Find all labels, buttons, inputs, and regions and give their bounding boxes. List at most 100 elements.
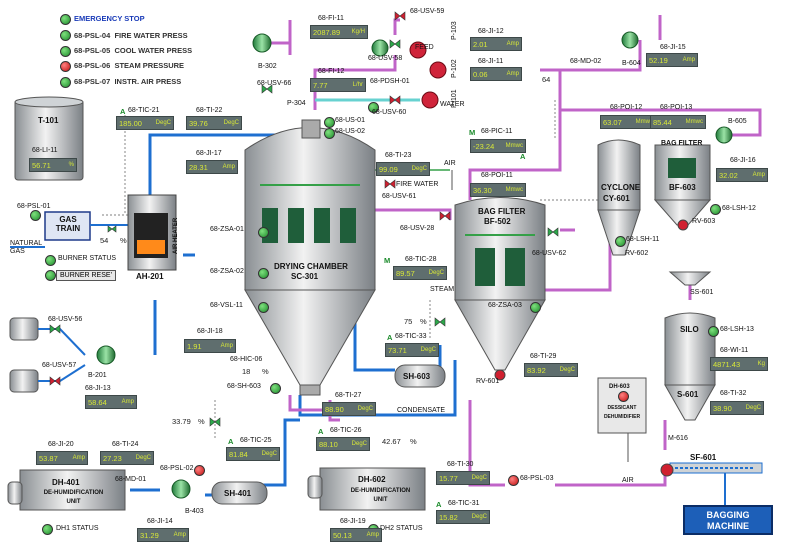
pump-symbols: [409, 41, 447, 109]
lsh12-tag: 68-LSH-12: [722, 205, 756, 212]
zsa02-tag: 68-ZSA-02: [210, 268, 244, 275]
cyclone-title: CYCLONE: [601, 183, 641, 192]
dh1-status-label: DH1 STATUS: [56, 525, 99, 532]
psl01-tag: 68-PSL-01: [17, 203, 51, 210]
legend-tag: 68-PSL-04: [74, 31, 111, 40]
pct-sign-3: %: [262, 367, 269, 376]
mode-a-tic33: A: [387, 333, 393, 342]
usv58-tag: 68-USV-58: [368, 55, 403, 62]
dh1-status-indicator: [42, 524, 53, 535]
bagging-machine-button[interactable]: BAGGING MACHINE: [683, 505, 773, 535]
dh602-desc: DE-HUMIDIFICATION UNIT: [350, 488, 411, 503]
ji15-tag: 68-JI-15: [660, 44, 686, 51]
pct-4267: 42.67: [382, 437, 401, 446]
psl05-indicator: [60, 46, 71, 57]
pct-sign-4: %: [198, 417, 205, 426]
s601-label: S-601: [677, 390, 699, 399]
ji12-tag: 68-JI-12: [478, 28, 504, 35]
fire-water-label: FIRE WATER: [396, 181, 439, 188]
us01-tag: 68-US-01: [335, 117, 365, 124]
psl02-indicator: [194, 465, 205, 476]
mode-a-tic31: A: [436, 500, 442, 509]
zsa03-indicator: [530, 302, 541, 313]
ss601-tag: SS-601: [690, 289, 714, 296]
usv62-tag: 68-USV-62: [532, 250, 567, 257]
legend-psl04: 68-PSL-04 FIRE WATER PRESS: [74, 31, 188, 40]
drying-chamber-label: DRYING CHAMBER: [274, 262, 348, 271]
ji11-tag: 68-JI-11: [478, 58, 504, 65]
pdsh01-tag: 68-PDSH-01: [370, 78, 410, 85]
rv602-tag: RV-602: [625, 250, 649, 257]
sh603-label: SH-603: [403, 372, 431, 381]
md02-tag: 68-MD-02: [570, 58, 602, 65]
bf603-label: BF-603: [669, 183, 696, 192]
silo-title: SILO: [680, 325, 699, 334]
legend-text: FIRE WATER PRESS: [114, 31, 188, 40]
b403-tag: B-403: [185, 508, 204, 515]
legend-psl05: 68-PSL-05 COOL WATER PRESS: [74, 46, 192, 55]
legend-psl06: 68-PSL-06 STEAM PRESSURE: [74, 61, 184, 70]
zsa01-indicator: [258, 227, 269, 238]
burner-reset-indicator: [45, 270, 56, 281]
us01-indicator: [324, 117, 335, 128]
water-label: WATER: [440, 101, 465, 108]
dh401-unit: [19, 469, 126, 511]
ji18-tag: 68-JI-18: [197, 328, 223, 335]
valve-symbols: [49, 11, 559, 427]
usv61-tag: 68-USV-61: [382, 193, 417, 200]
mode-a-tic21: A: [120, 107, 126, 116]
us02-indicator: [324, 128, 335, 139]
psl04-indicator: [60, 30, 71, 41]
intake-filters: [7, 317, 323, 505]
dh603-indicator: [618, 391, 629, 402]
ji14-tag: 68-JI-14: [147, 518, 173, 525]
tic31-tag: 68-TIC-31: [448, 500, 480, 507]
p102-tag: P-102: [451, 59, 458, 78]
dh602-label: DH-602: [358, 475, 386, 484]
bf603-bag-filter: [653, 144, 712, 226]
air-heater-label: AIR HEATER: [173, 217, 179, 254]
lsh11-indicator: [615, 236, 626, 247]
zsa02-indicator: [258, 268, 269, 279]
dh2-status-label: DH2 STATUS: [380, 525, 423, 532]
mode-a-tic26: A: [318, 427, 324, 436]
cy601-label: CY-601: [603, 194, 630, 203]
feed-label: FEED: [415, 44, 434, 51]
tic33-tag: 68-TIC-33: [395, 333, 427, 340]
sh603-heater: [394, 364, 446, 388]
p103-tag: P-103: [451, 21, 458, 40]
lsh13-indicator: [708, 326, 719, 337]
p304-tag: P-304: [287, 100, 306, 107]
tic25-tag: 68-TIC-25: [240, 437, 272, 444]
air-label-1: AIR: [444, 160, 456, 167]
ji19-tag: 68-JI-19: [340, 518, 366, 525]
burner-reset-button[interactable]: BURNER RESE': [56, 270, 116, 281]
ti29-tag: 68-TI-29: [530, 353, 557, 360]
li11-readout: 56.71%: [29, 158, 77, 172]
usv60-tag: 68-USV-60: [372, 109, 407, 116]
psl03-indicator: [508, 475, 519, 486]
ti23-tag: 68-TI-23: [385, 152, 412, 159]
legend-emergency-stop: EMERGENCY STOP: [74, 14, 145, 23]
b302-tag: B-302: [258, 63, 277, 70]
usv56-tag: 68-USV-56: [48, 316, 83, 323]
fi11-tag: 68-FI-11: [318, 15, 344, 22]
natural-gas-label: NATURAL GAS: [10, 240, 42, 255]
desiccant-label: DESSICANT DEHUMIDIFIER: [603, 405, 641, 420]
ti32-tag: 68-TI-32: [720, 390, 747, 397]
